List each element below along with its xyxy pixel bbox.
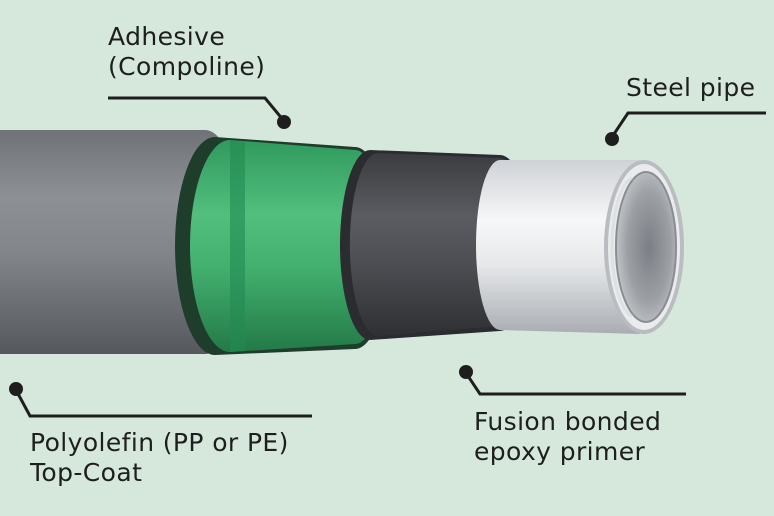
label-polyolefin-line1: Polyolefin (PP or PE)	[30, 428, 289, 457]
label-polyolefin: Polyolefin (PP or PE) Top-Coat	[30, 428, 289, 488]
steel-pipe-body	[476, 160, 640, 334]
leader-adhesive	[108, 96, 291, 129]
label-polyolefin-line2: Top-Coat	[30, 458, 143, 487]
label-fusion-bonded: Fusion bonded epoxy primer	[474, 407, 661, 467]
leader-fusion-bonded	[459, 365, 686, 396]
label-fusion-bonded-line1: Fusion bonded	[474, 407, 662, 436]
label-adhesive-line1: Adhesive	[108, 22, 226, 51]
label-fusion-bonded-line2: epoxy primer	[474, 437, 646, 466]
adhesive-layer	[175, 137, 389, 355]
label-adhesive: Adhesive (Compoline)	[108, 22, 265, 82]
leader-steel-pipe	[605, 111, 766, 146]
leader-polyolefin	[9, 382, 312, 418]
label-steel-pipe: Steel pipe	[626, 73, 755, 103]
label-adhesive-line2: (Compoline)	[108, 52, 266, 81]
label-steel-pipe-line1: Steel pipe	[626, 73, 756, 102]
steel-pipe-end	[604, 160, 684, 334]
